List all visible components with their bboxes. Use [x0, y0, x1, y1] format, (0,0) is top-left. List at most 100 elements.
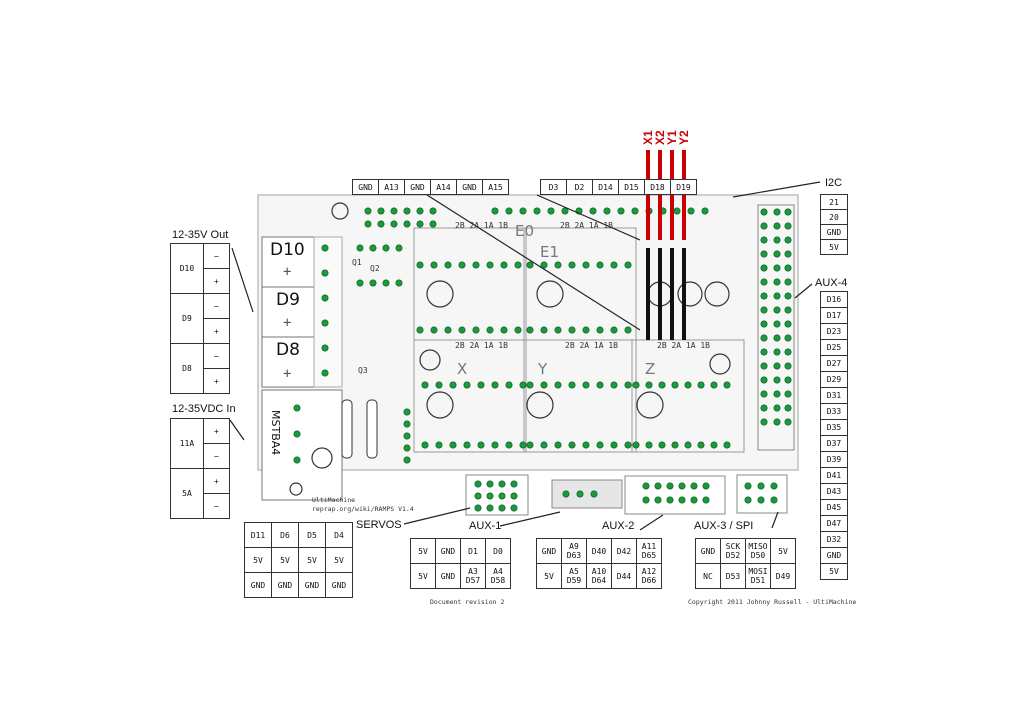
- board-maker: UltiMachine: [312, 496, 356, 504]
- polarity-cell: −: [202, 343, 231, 369]
- pin-cell: D6: [271, 522, 299, 548]
- header-pin-cell: A14: [430, 179, 457, 195]
- polarity-cell: +: [202, 468, 231, 494]
- driver-x: [413, 339, 527, 453]
- polarity-cell: +: [202, 268, 231, 294]
- board-url: reprap.org/wiki/RAMPS V1.4: [312, 505, 414, 513]
- header-pin-cell: D19: [670, 179, 697, 195]
- terminal-name-cell: D8: [170, 343, 204, 394]
- plus-d10: +: [283, 264, 292, 280]
- pin-cell: 5V: [820, 563, 848, 580]
- plus-d9: +: [283, 315, 292, 331]
- pin-cell: GND: [435, 538, 461, 564]
- polarity-cell: −: [202, 443, 231, 469]
- pin-cell: 5V: [271, 547, 299, 573]
- plus-d8: +: [283, 366, 292, 382]
- pin-cell: 5V: [410, 563, 436, 589]
- board-label-q3: Q3: [358, 366, 368, 375]
- pin-cell: D16: [820, 291, 848, 308]
- pin-cell: 5V: [410, 538, 436, 564]
- header-pin-cell: D18: [644, 179, 671, 195]
- driver-pins-x: 2B 2A 1A 1B: [455, 341, 508, 350]
- driver-pins-z: 2B 2A 1A 1B: [657, 341, 710, 350]
- header-pin-cell: GND: [404, 179, 431, 195]
- driver-pins-e0: 2B 2A 1A 1B: [455, 221, 508, 230]
- aux4-header: [757, 204, 795, 451]
- polarity-cell: −: [202, 293, 231, 319]
- pin-cell: D17: [820, 307, 848, 324]
- polarity-cell: −: [202, 243, 231, 269]
- terminal-name-cell: 5A: [170, 468, 204, 519]
- pin-cell: D0: [485, 538, 511, 564]
- label-power-in: 12-35VDC In: [172, 403, 236, 415]
- terminal-name-cell: D10: [170, 243, 204, 294]
- pin-cell: 5V: [770, 538, 796, 564]
- pin-cell: 5V: [820, 239, 848, 255]
- pin-cell: 5V: [244, 547, 272, 573]
- pin-cell: 20: [820, 209, 848, 225]
- board-label-e1: E1: [540, 243, 560, 261]
- pin-cell: D33: [820, 403, 848, 420]
- pin-cell: D39: [820, 451, 848, 468]
- pin-cell: GND: [536, 538, 562, 564]
- pin-cell: D23: [820, 323, 848, 340]
- board-label-d9: D9: [276, 290, 300, 310]
- pin-cell: GND: [298, 572, 326, 598]
- pin-cell: GND: [435, 563, 461, 589]
- label-aux2: AUX-2: [602, 520, 635, 532]
- pin-cell: D49: [770, 563, 796, 589]
- label-aux3-spi: AUX-3 / SPI: [694, 520, 754, 532]
- header-pin-cell: GND: [456, 179, 483, 195]
- pin-cell: D29: [820, 371, 848, 388]
- pin-cell: D42: [611, 538, 637, 564]
- pin-cell: D47: [820, 515, 848, 532]
- board-label-mstba4: MSTBA4: [269, 410, 282, 456]
- pin-cell: D4: [325, 522, 353, 548]
- header-pin-cell: D2: [566, 179, 593, 195]
- header-pin-cell: A13: [378, 179, 405, 195]
- header-pin-cell: D3: [540, 179, 567, 195]
- pin-cell: D27: [820, 355, 848, 372]
- driver-z: [631, 339, 745, 453]
- polarity-cell: +: [202, 368, 231, 394]
- pin-cell: GND: [244, 572, 272, 598]
- driver-pins-y: 2B 2A 1A 1B: [565, 341, 618, 350]
- label-aux4: AUX-4: [815, 277, 848, 289]
- endstop-pin-label: Y2: [677, 130, 691, 145]
- pin-cell: D31: [820, 387, 848, 404]
- driver-pins-e1: 2B 2A 1A 1B: [560, 221, 613, 230]
- pin-cell: D32: [820, 531, 848, 548]
- power-input-terminal: [261, 389, 343, 501]
- copyright: Copyright 2011 Johnny Russell - UltiMach…: [688, 598, 857, 606]
- pin-cell: 5V: [536, 563, 562, 589]
- pin-cell: D5: [298, 522, 326, 548]
- polarity-cell: +: [202, 318, 231, 344]
- pin-cell: D45: [820, 499, 848, 516]
- board-label-q1: Q1: [352, 258, 362, 267]
- power-output-terminal: [261, 236, 315, 388]
- pin-cell: 5V: [325, 547, 353, 573]
- label-power-out: 12-35V Out: [172, 229, 229, 241]
- board-label-y: Y: [538, 360, 548, 378]
- pin-cell: NC: [695, 563, 721, 589]
- polarity-cell: +: [202, 418, 231, 444]
- terminal-name-cell: D9: [170, 293, 204, 344]
- pin-cell: D11: [244, 522, 272, 548]
- header-pin-cell: A15: [482, 179, 509, 195]
- pin-cell: GND: [271, 572, 299, 598]
- pin-cell: D44: [611, 563, 637, 589]
- board-label-d8: D8: [276, 340, 300, 360]
- polarity-cell: −: [202, 493, 231, 519]
